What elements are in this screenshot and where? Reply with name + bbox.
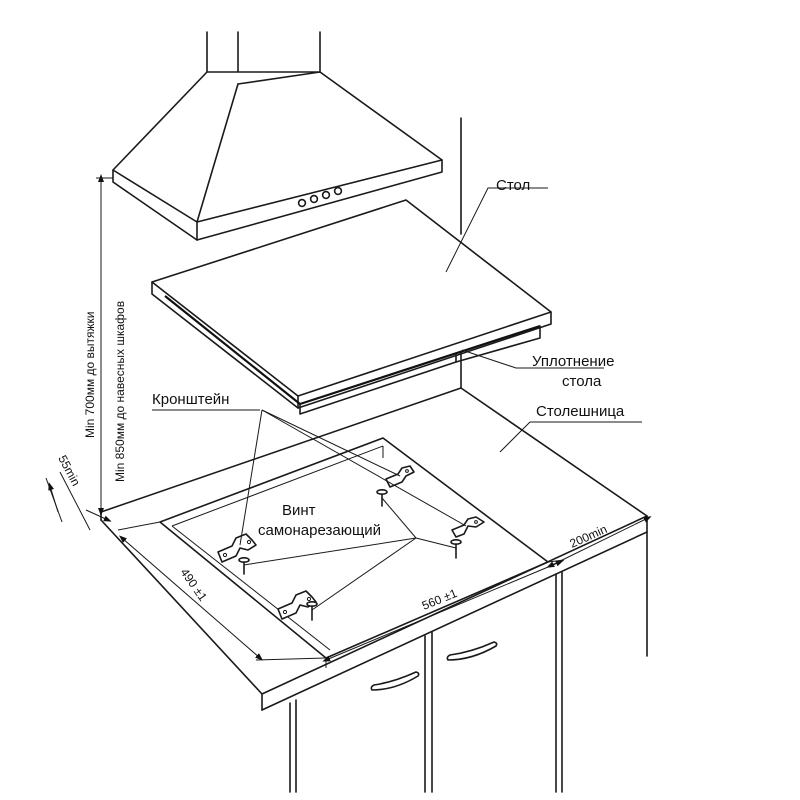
screw-1 [238, 556, 250, 575]
cabinet-handle-left [370, 671, 420, 691]
side-gap-dimension [546, 516, 652, 568]
label-bracket: Кронштейн [152, 391, 229, 408]
depth-dimension [117, 521, 327, 661]
label-screw-line2: самонарезающий [258, 522, 381, 539]
cooktop [151, 199, 552, 415]
range-hood [112, 31, 443, 241]
front-gap-dimension [45, 471, 112, 531]
hood-control-buttons [297, 186, 343, 208]
screw-4 [450, 538, 462, 559]
dim-height-cabinets: Min 850мм до навесных шкафов [113, 301, 127, 482]
label-screw-line1: Винт [282, 502, 316, 519]
screw-3 [376, 488, 388, 507]
bracket-4 [451, 516, 485, 538]
bracket-1 [217, 533, 257, 563]
dim-side-gap: 200min [568, 522, 610, 551]
dim-cut-depth: 490 ±1 [178, 566, 211, 604]
screw-2 [306, 600, 318, 621]
countertop [100, 387, 648, 711]
dim-height-hood: Min 700мм до вытяжки [83, 311, 97, 438]
cabinet [289, 531, 648, 793]
label-table: Стол [496, 177, 530, 194]
label-countertop: Столешница [536, 403, 625, 420]
label-seal-line1: Уплотнение [532, 353, 614, 370]
cabinet-handle-right [446, 641, 498, 661]
bracket-3 [385, 465, 415, 488]
label-seal-line2: стола [562, 373, 602, 390]
height-dimension [96, 174, 113, 516]
dim-front-gap: 55min [55, 453, 83, 488]
